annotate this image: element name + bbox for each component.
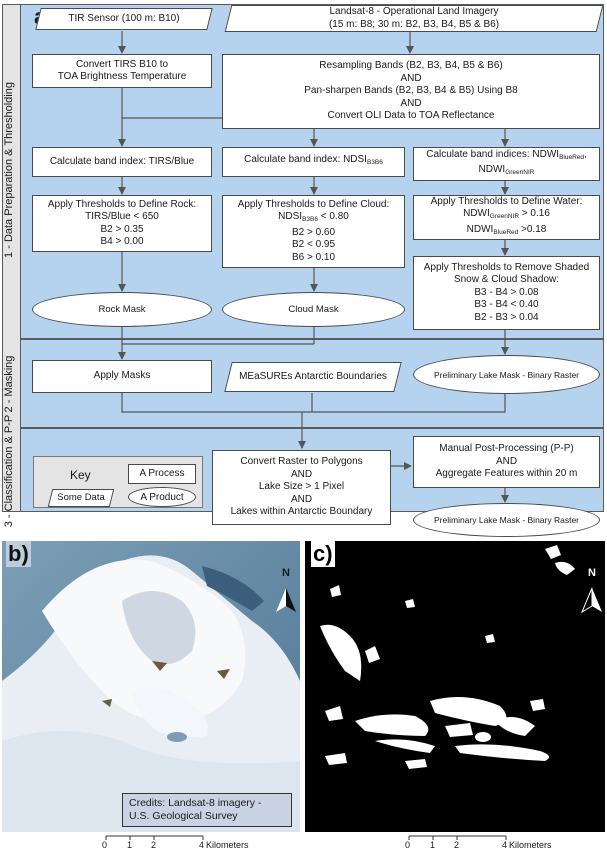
key-process: A Process [128, 464, 196, 484]
landsat-label: Landsat-8 - Operational Land Imagery(15 … [328, 6, 500, 30]
key-product: A Product [128, 487, 196, 507]
scale-c-tick-0: 0 [405, 840, 411, 850]
flow-arrows [118, 31, 509, 503]
ndwi-index-process: Calculate band indices: NDWIBlueRed, NDW… [413, 147, 600, 181]
ndsi-index-process: Calculate band index: NDSIB3B6 [222, 147, 405, 177]
cloud-threshold-process: Apply Thresholds to Define Cloud: NDSIB3… [222, 195, 405, 268]
north-label-c: N [588, 567, 596, 579]
panel-c-label: c) [311, 541, 335, 567]
scale-b-tick-1: 1 [127, 840, 133, 850]
scale-c-unit: Kilometers [509, 840, 552, 850]
credits-box: Credits: Landsat-8 imagery -U.S. Geologi… [122, 793, 292, 827]
scale-b-unit: Kilometers [206, 840, 249, 850]
rock-mask-product: Rock Mask [32, 292, 212, 327]
scale-c-tick-4: 4 [502, 840, 508, 850]
scale-c-tick-2: 2 [454, 840, 460, 850]
scale-b-tick-0: 0 [102, 840, 108, 850]
tir-sensor-label: TIR Sensor (100 m: B10) [68, 12, 180, 24]
binary-mask-image [305, 541, 605, 832]
mask-art [320, 545, 575, 769]
scale-b-tick-4: 4 [199, 840, 205, 850]
measures-label: MEaSUREs Antarctic Boundaries [239, 370, 387, 382]
tirs-index-process: Calculate band index: TIRS/Blue [32, 147, 212, 177]
satellite-image [2, 541, 300, 832]
scale-c-tick-1: 1 [430, 840, 436, 850]
north-label-b: N [282, 567, 290, 579]
preliminary-lake-mask-2: Preliminary Lake Mask - Binary Raster [413, 503, 600, 537]
resample-process: Resampling Bands (B2, B3, B4, B5 & B6)AN… [222, 54, 600, 129]
water-threshold-process: Apply Thresholds to Define Water: NDWIGr… [413, 195, 600, 240]
panel-b-label: b) [6, 541, 31, 567]
key-data: Some Data [57, 491, 105, 503]
scale-b-tick-2: 2 [151, 840, 157, 850]
key-title: Key [70, 468, 91, 482]
satellite-art [2, 541, 300, 832]
apply-masks-process: Apply Masks [32, 360, 212, 393]
cloud-mask-product: Cloud Mask [222, 292, 405, 327]
rock-threshold-process: Apply Thresholds to Define Rock:TIRS/Blu… [32, 195, 212, 252]
preliminary-lake-mask-1: Preliminary Lake Mask - Binary Raster [413, 355, 600, 394]
